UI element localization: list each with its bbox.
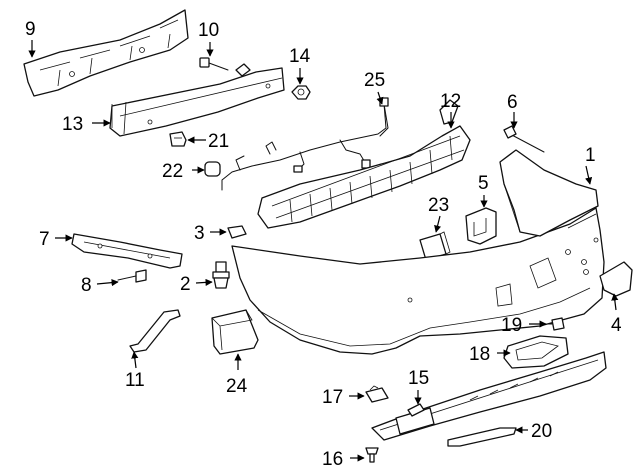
- part-10-screw: [199, 57, 229, 71]
- part-1-bumper-fascia: [231, 149, 605, 355]
- callout-23: 23: [428, 195, 449, 216]
- part-12-energy-absorber: [257, 99, 471, 229]
- part-4-bracket: [599, 261, 633, 297]
- part-16-push-pin: [365, 447, 379, 463]
- part-5-bracket: [465, 207, 497, 245]
- callout-18: 18: [469, 344, 490, 365]
- callout-2: 2: [180, 274, 191, 295]
- callout-20: 20: [531, 421, 552, 442]
- part-11-strap: [129, 309, 181, 353]
- callout-19: 19: [501, 315, 522, 336]
- callout-3: 3: [194, 223, 205, 244]
- part-19-bolt: [545, 317, 565, 331]
- part-13-impact-bar: [109, 63, 285, 137]
- part-8-screw: [117, 269, 147, 283]
- callout-13: 13: [62, 114, 83, 135]
- part-2-bolt: [212, 261, 230, 289]
- callout-15: 15: [408, 368, 429, 389]
- callout-24: 24: [226, 376, 248, 397]
- callout-11: 11: [125, 370, 145, 391]
- callout-22: 22: [162, 161, 183, 182]
- callout-8: 8: [81, 275, 92, 296]
- callout-25: 25: [364, 70, 385, 91]
- callout-1: 1: [585, 145, 596, 166]
- callout-14: 14: [289, 46, 311, 67]
- part-3-clip: [227, 225, 247, 239]
- part-25-wiring-harness: [221, 97, 389, 191]
- part-17-clip: [365, 385, 389, 403]
- callout-17: 17: [322, 387, 343, 408]
- callout-labels: 1 2 3 4 5 6 7 8 9 10 11 12 13 14 15 16 1…: [25, 19, 622, 470]
- callout-16: 16: [322, 449, 343, 470]
- callout-5: 5: [478, 173, 489, 194]
- callout-10: 10: [198, 20, 219, 41]
- part-7-side-bracket: [71, 233, 183, 269]
- part-14-nut: [291, 85, 311, 100]
- callout-21: 21: [208, 131, 229, 152]
- callout-12: 12: [440, 91, 461, 112]
- part-6-rod: [503, 125, 545, 153]
- leader-lines: [28, 40, 619, 462]
- callout-9: 9: [25, 19, 36, 40]
- part-20-molding: [447, 427, 517, 447]
- callout-4: 4: [611, 315, 622, 336]
- callout-7: 7: [39, 229, 50, 250]
- part-23-module: [419, 231, 451, 261]
- part-22-plug: [204, 161, 221, 177]
- part-24-control-module: [211, 309, 259, 355]
- part-21-clip: [169, 131, 187, 147]
- part-18-exhaust-bezel: [503, 335, 569, 369]
- part-15-lower-valance: [371, 351, 607, 441]
- part-9-upper-bracket: [23, 9, 189, 97]
- callout-6: 6: [507, 92, 518, 113]
